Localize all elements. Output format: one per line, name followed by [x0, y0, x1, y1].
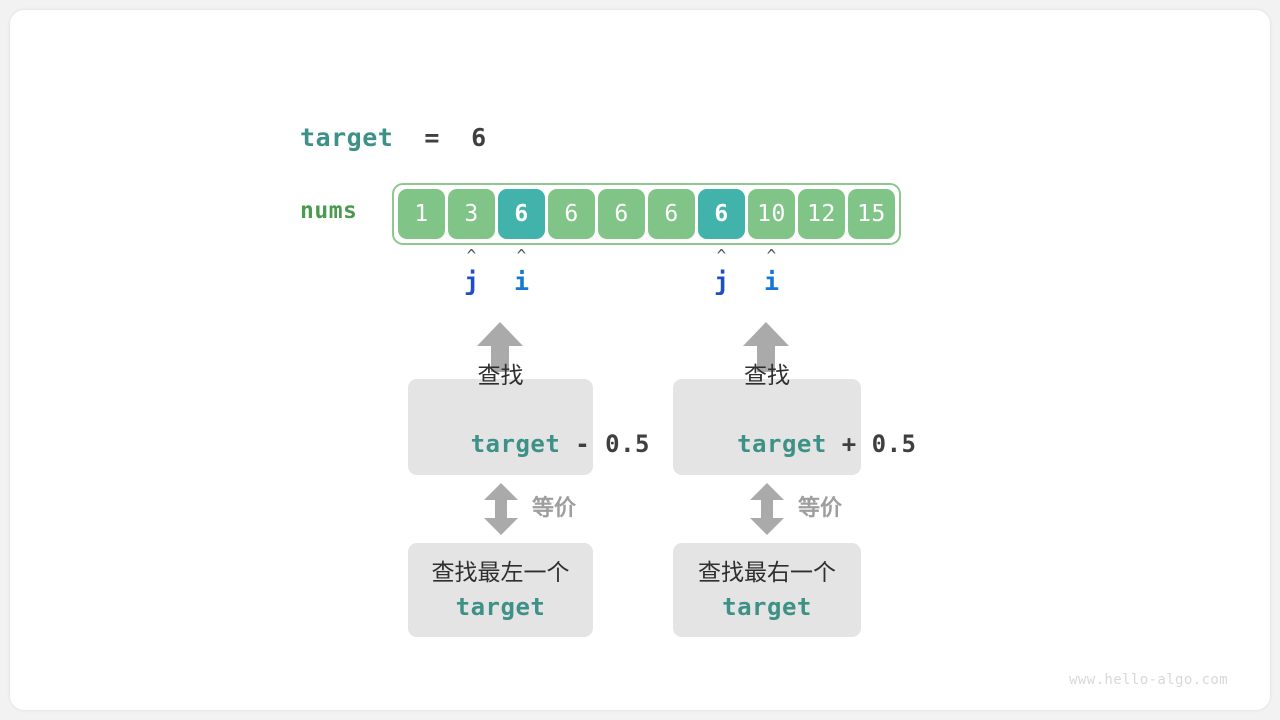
nums-label: nums [300, 198, 358, 224]
right-upper-box-expression: target + 0.5 [618, 393, 917, 495]
caret-icon: ^ [766, 246, 777, 265]
up-arrow-left [477, 322, 523, 372]
right-upper-box-operator: + [826, 430, 872, 458]
array-cell: 1 [398, 189, 445, 239]
pointer-j: ^j [448, 248, 495, 297]
arrow-head-down-icon [750, 518, 784, 535]
array-cell: 6 [698, 189, 745, 239]
left-upper-box-expression: target - 0.5 [351, 393, 650, 495]
equivalence-arrow-left [484, 483, 518, 535]
arrow-shaft [757, 344, 775, 372]
equivalence-arrow-right [750, 483, 784, 535]
array-cell: 6 [648, 189, 695, 239]
pointer-label: j [713, 267, 730, 296]
left-upper-box-operator: - [560, 430, 606, 458]
left-upper-box-operand: 0.5 [605, 430, 651, 458]
up-arrow-right [743, 322, 789, 372]
left-upper-box-line1: 查找 [477, 363, 524, 389]
equivalence-label-left: 等价 [532, 496, 577, 521]
left-lower-box-line1: 查找最左一个 [431, 560, 570, 586]
right-upper-box-operand: 0.5 [871, 430, 917, 458]
pointer-j: ^j [698, 248, 745, 297]
arrow-head-icon [477, 322, 523, 346]
arrow-shaft [761, 499, 773, 519]
right-lower-box-line1: 查找最右一个 [698, 560, 836, 586]
arrow-shaft [495, 499, 507, 519]
array-cell: 15 [848, 189, 895, 239]
pointer-label: i [513, 267, 530, 296]
watermark: www.hello-algo.com [1069, 672, 1228, 688]
arrow-head-down-icon [484, 518, 518, 535]
left-upper-box-var: target [470, 430, 561, 458]
arrow-head-up-icon [750, 483, 784, 500]
pointer-i: ^i [748, 248, 795, 297]
equivalence-label-right: 等价 [798, 496, 843, 521]
array-cell: 10 [748, 189, 795, 239]
array-cell: 6 [498, 189, 545, 239]
target-value: 6 [471, 122, 487, 152]
caret-icon: ^ [716, 246, 727, 265]
target-spacer [440, 123, 471, 152]
array-cell: 6 [598, 189, 645, 239]
arrow-head-up-icon [484, 483, 518, 500]
left-lower-box: 查找最左一个 target [408, 543, 593, 637]
left-lower-box-var: target [455, 593, 546, 621]
right-upper-box-var: target [737, 430, 827, 458]
right-upper-box-line1: 查找 [744, 363, 790, 389]
caret-icon: ^ [516, 246, 527, 265]
pointer-i: ^i [498, 248, 545, 297]
left-upper-box: 查找 target - 0.5 [408, 363, 650, 475]
caret-icon: ^ [466, 246, 477, 265]
array-cell: 12 [798, 189, 845, 239]
array-cell: 6 [548, 189, 595, 239]
target-equals-operator [393, 123, 424, 152]
right-upper-box: 查找 target + 0.5 [673, 363, 916, 475]
target-variable-label: target [300, 122, 394, 152]
arrow-shaft [491, 344, 509, 372]
array-cell: 3 [448, 189, 495, 239]
right-lower-box-var: target [722, 593, 812, 621]
arrow-head-icon [743, 322, 789, 346]
right-lower-box: 查找最右一个 target [673, 543, 861, 637]
pointer-label: i [763, 267, 780, 296]
target-operator: = [424, 122, 440, 152]
target-expression: target = 6 [300, 120, 487, 154]
pointer-label: j [463, 267, 480, 296]
